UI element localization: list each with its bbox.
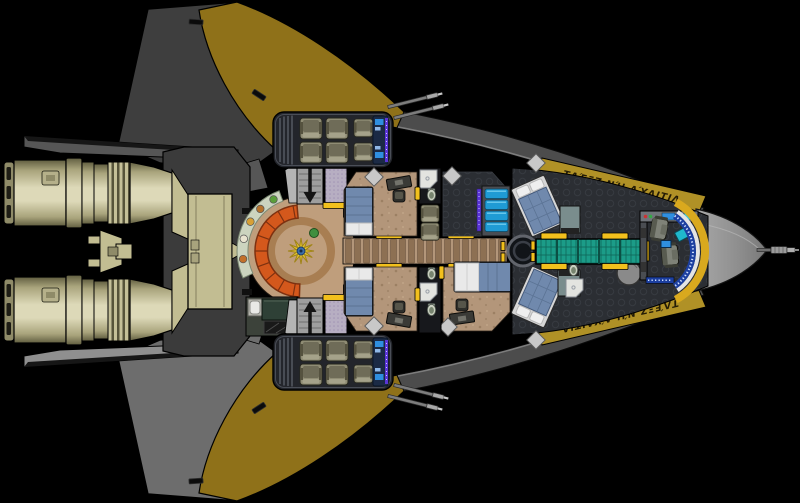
door: [530, 252, 536, 262]
toilet: [426, 267, 437, 281]
escape-pod-lower: [273, 334, 393, 390]
mount-slot: [242, 289, 252, 295]
stairs-upper: [284, 161, 324, 205]
door: [601, 263, 629, 270]
cargo-barrel: [484, 199, 509, 211]
door: [601, 232, 629, 240]
desk: [385, 175, 413, 191]
counter-dish: [246, 217, 255, 226]
main-corridor: [342, 232, 508, 270]
nose-highlight: [701, 223, 761, 251]
interior-deck: [236, 112, 710, 390]
nook-seat: [420, 222, 440, 241]
sofa-cushion-seams: [255, 205, 296, 297]
escape-pod-upper: [273, 112, 393, 168]
bunk-bed: [453, 261, 512, 293]
console-screen: [660, 240, 672, 248]
counter-dish: [269, 195, 278, 204]
bunk-bed: [344, 186, 374, 237]
engine-yoke: [87, 229, 133, 274]
counter-dish: [256, 204, 265, 214]
instrument-strip: [645, 276, 675, 284]
cockpit: [639, 198, 710, 304]
door: [414, 287, 421, 302]
lounge: [236, 190, 355, 306]
status-light: [648, 214, 653, 219]
toilet: [426, 303, 437, 317]
side-console: [639, 221, 648, 281]
mount-slot: [242, 208, 252, 214]
toilet: [426, 188, 437, 202]
door: [500, 252, 506, 263]
washroom-column-lower: [414, 265, 445, 334]
toilet: [568, 263, 579, 277]
crew-quarters: [343, 166, 512, 337]
hull-notch: [251, 89, 267, 101]
canopy-gold-arc: [673, 198, 710, 304]
engine-assembly: [3, 146, 252, 357]
door: [540, 263, 568, 270]
bunk-bed: [344, 266, 374, 317]
nose-section: [695, 208, 799, 292]
aft-section: [506, 153, 650, 350]
starboard-engine-nacelle: [3, 274, 173, 346]
washroom-column-upper: [414, 167, 442, 205]
sensor-probe: [756, 246, 799, 254]
door: [530, 240, 536, 251]
hull-notch: [188, 477, 204, 485]
kitchen-sink: [249, 300, 261, 315]
status-light: [643, 214, 648, 219]
down-arrow-icon: [303, 168, 317, 203]
engine-core-block: [187, 193, 248, 310]
stairs-lower: [284, 297, 324, 341]
counter-dish: [238, 254, 248, 264]
storage-room: [442, 166, 511, 237]
cargo-barrel: [484, 188, 509, 200]
up-arrow-icon: [303, 301, 317, 336]
potted-plant: [309, 228, 319, 238]
door: [540, 232, 568, 240]
port-engine-nacelle: [3, 157, 173, 229]
counter-dish: [239, 234, 248, 243]
canopy-white-arc: [676, 210, 700, 292]
hull-notch: [251, 402, 267, 414]
desk-chair: [392, 189, 406, 203]
hull-notch: [188, 18, 204, 26]
lounge-floor-ring: [267, 217, 335, 285]
door: [438, 265, 445, 280]
curved-sofa: [254, 204, 301, 298]
canopy-instrument-arc: [672, 213, 696, 289]
door: [414, 186, 421, 201]
cargo-barrel: [484, 221, 509, 233]
engineering-catwalk: [530, 232, 650, 270]
desk: [385, 312, 413, 328]
nook-seat: [420, 204, 440, 223]
cargo-barrel: [484, 210, 509, 222]
equipment-strip: [476, 188, 482, 232]
desk-chair: [455, 298, 469, 312]
desk-chair: [392, 300, 406, 314]
door: [500, 241, 506, 251]
